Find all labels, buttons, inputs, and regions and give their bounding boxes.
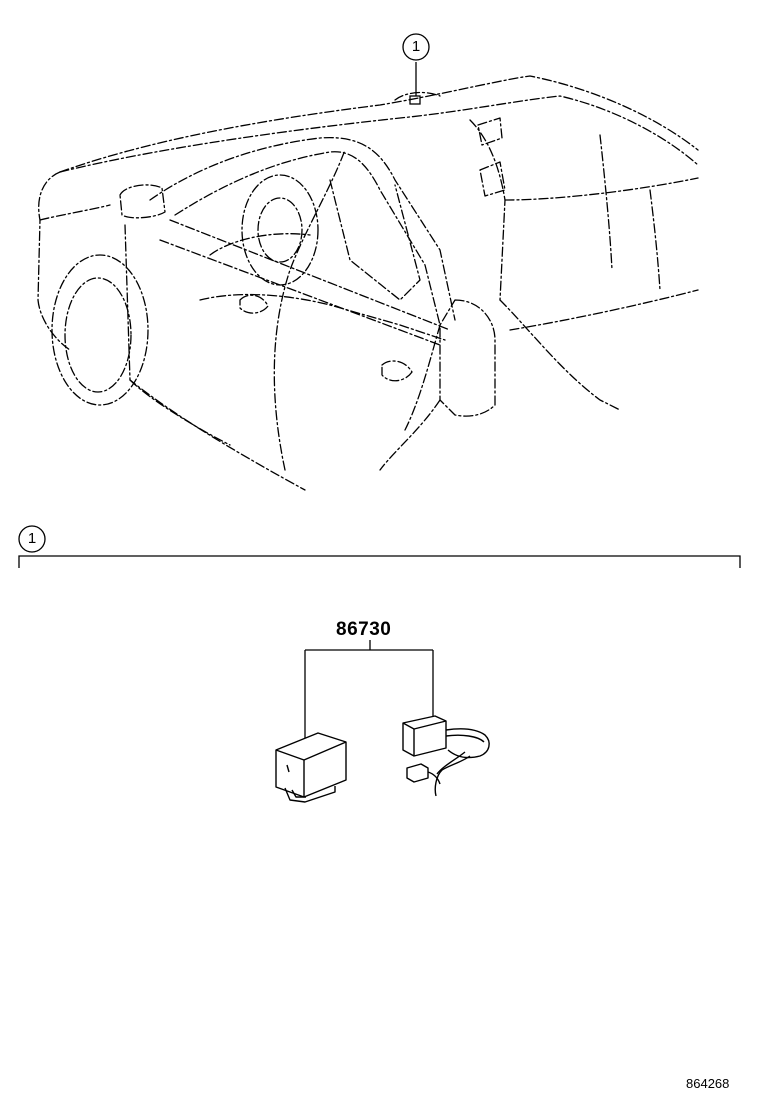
part-leader-lines bbox=[304, 640, 434, 745]
diagram-id-label: 864268 bbox=[686, 1076, 730, 1091]
car-interior-illustration bbox=[37, 75, 699, 491]
component-location-marker bbox=[409, 62, 421, 105]
module-left bbox=[275, 732, 347, 803]
sensor-with-harness-right bbox=[402, 715, 490, 797]
callout-circle-section bbox=[18, 525, 46, 553]
callout-number-section: 1 bbox=[27, 530, 37, 547]
section-bracket bbox=[18, 555, 741, 568]
part-number-label: 86730 bbox=[336, 619, 392, 640]
callout-circle-top bbox=[402, 33, 430, 61]
callout-number-top: 1 bbox=[411, 38, 421, 55]
